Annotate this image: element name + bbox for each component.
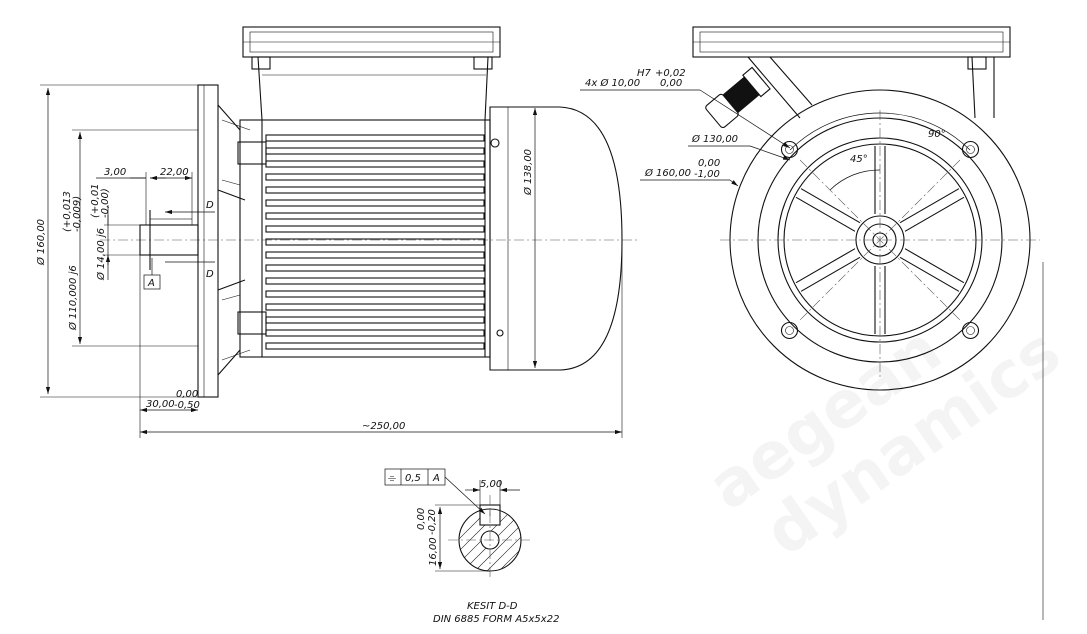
hatch-line	[501, 509, 521, 571]
angle-offset: 45°	[850, 154, 868, 165]
dim-spigot-diameter: Ø 110,000 j6	[67, 265, 79, 331]
dim-flange-diameter: Ø 160,00	[35, 219, 47, 266]
dim-pitch-circle-diameter: Ø 130,00	[691, 133, 738, 145]
hole-tol-upper: +0,02	[655, 68, 686, 79]
cooling-fin	[265, 238, 485, 246]
fan-spoke	[899, 256, 960, 292]
cooling-fin	[265, 277, 485, 285]
front-view: 90° 45° 4x Ø 10,00 H7 +0,02 0,00 Ø 130,0…	[580, 26, 1044, 620]
symmetry-icon: ⌯	[388, 473, 396, 484]
fan-spoke	[899, 188, 960, 224]
mounting-hole	[780, 321, 799, 340]
cooling-fin	[265, 173, 485, 181]
dim-key-length: 22,00	[160, 167, 189, 178]
cooling-fin	[265, 134, 485, 142]
hatch-line	[477, 509, 521, 571]
hole-fit: H7	[637, 68, 652, 79]
cooling-fin	[265, 316, 485, 324]
section-d-d: ⌯ 0,5 A 5,00 16,00 0,00 -0,20 KESIT D-D …	[384, 468, 606, 625]
cable-gland	[705, 66, 771, 129]
fan-spoke	[800, 256, 861, 292]
dim-outer-tol-lower: -1,00	[694, 169, 720, 180]
dim-spigot-tol-lower: -0,009)	[72, 196, 83, 232]
dim-spigot-tol-upper: (+0,013	[62, 191, 73, 232]
mounting-hole-inner	[966, 145, 975, 154]
dim-fan-cover-diameter: Ø 138,00	[522, 149, 534, 196]
dim-height-tol-lower: -0,20	[427, 509, 438, 535]
cooling-fin	[265, 225, 485, 233]
cooling-fin	[265, 290, 485, 298]
cooling-fin	[265, 212, 485, 220]
fan-spoke	[800, 188, 861, 224]
section-mark-top: D	[206, 200, 214, 211]
mounting-hole-inner	[785, 145, 794, 154]
section-mark-bottom: D	[206, 269, 214, 280]
dim-outer-tol-upper: 0,00	[698, 158, 720, 169]
section-title: KESIT D-D	[467, 601, 518, 612]
fan-cover	[489, 106, 623, 371]
cooling-fin	[265, 199, 485, 207]
cooling-fin	[265, 342, 485, 350]
cooling-fin	[265, 147, 485, 155]
dim-shaft-length-tol-upper: 0,00	[176, 389, 198, 400]
dim-height-tol-upper: 0,00	[416, 508, 427, 530]
mounting-hole-inner	[785, 326, 794, 335]
dim-shaft-tol-upper: (+0,01	[90, 183, 101, 218]
geometric-tolerance-frame: ⌯ 0,5 A	[384, 468, 486, 515]
mounting-hole	[961, 140, 980, 159]
cooling-fin	[265, 186, 485, 194]
cooling-fin	[265, 160, 485, 168]
hatch-line	[489, 509, 521, 571]
dim-overall-length: ~250,00	[362, 421, 405, 432]
angle-hole-spacing: 90°	[928, 129, 946, 140]
dim-shaft-length-tol-lower: -0,50	[174, 400, 200, 411]
cooling-fin	[265, 303, 485, 311]
terminal-box-side	[242, 26, 501, 121]
dim-section-height: 16,00	[428, 537, 439, 566]
mounting-hole	[961, 321, 980, 340]
hatch-line	[526, 500, 606, 580]
hole-spec: 4x Ø 10,00	[585, 77, 640, 89]
datum-label: A	[147, 278, 155, 289]
motor-body	[237, 119, 504, 358]
fan-spoke	[795, 248, 856, 284]
section-subtitle: DIN 6885 FORM A5x5x22	[433, 614, 559, 625]
fan-spoke	[904, 196, 965, 232]
fan-spoke	[795, 196, 856, 232]
dim-shaft-diameter: Ø 14,00 j6	[95, 228, 107, 281]
dim-key-width: 5,00	[480, 479, 502, 490]
hole-tol-lower: 0,00	[660, 78, 682, 89]
flange	[197, 84, 251, 398]
cooling-fin	[265, 251, 485, 259]
cooling-fin	[265, 264, 485, 272]
cooling-fin	[265, 329, 485, 337]
dim-shaft-tol-lower: -0,00)	[100, 188, 111, 218]
dim-shaft-length: 30,00	[146, 399, 175, 410]
mounting-hole-inner	[966, 326, 975, 335]
fan-spoke	[904, 248, 965, 284]
dim-outer-diameter: Ø 160,00	[644, 167, 691, 179]
tolerance-datum: A	[432, 473, 440, 484]
tolerance-value: 0,5	[405, 473, 421, 484]
side-view: D D A Ø 160,00 Ø 110,000 j6 (+0,013 -0,0…	[35, 26, 640, 438]
dim-shoulder: 3,00	[104, 167, 126, 178]
